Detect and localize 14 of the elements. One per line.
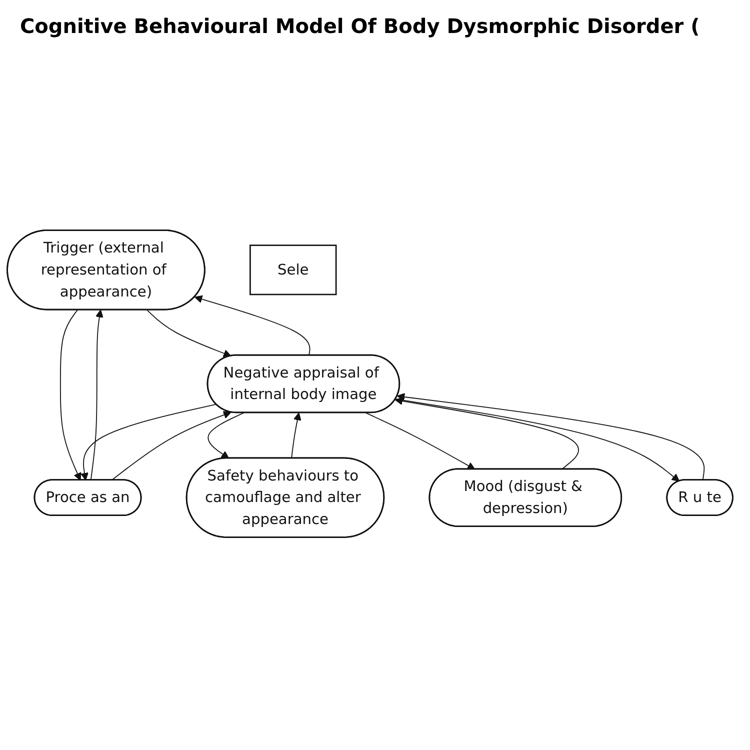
arrow (291, 412, 302, 460)
arrow (365, 412, 476, 470)
arrow (394, 397, 579, 470)
diagram-title: Cognitive Behavioural Model Of Body Dysmorphic Disorder ( (20, 14, 701, 38)
arrow (208, 412, 244, 460)
arrow (60, 310, 82, 481)
arrow (396, 393, 705, 481)
node-box: Sele (250, 244, 337, 296)
arrow (146, 310, 232, 358)
arrow (80, 404, 217, 481)
arrow (194, 296, 310, 356)
arrow (111, 411, 232, 481)
arrow (90, 310, 104, 481)
arrow (395, 398, 680, 482)
